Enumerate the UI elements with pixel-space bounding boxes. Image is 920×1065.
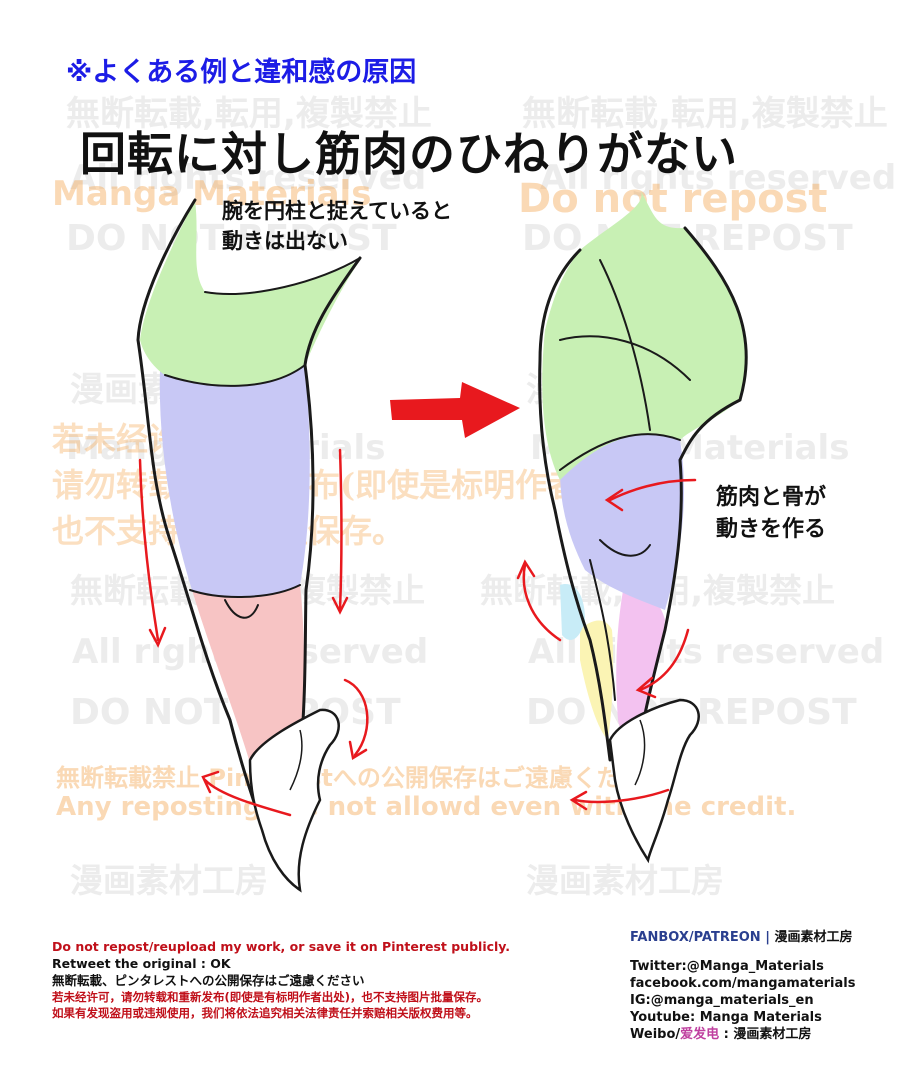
footer-jp-notice: 無断転載、ピンタレストへの公開保存はご遠慮ください: [52, 973, 365, 988]
fanbox-line: FANBOX/PATREON | 漫画素材工房: [630, 929, 855, 946]
right-arm-motion-arrows: [516, 478, 697, 811]
footer-cn-notice-1: 若未经许可，请勿转载和重新发布(即使是有标明作者出处)，也不支持图片批量保存。: [52, 990, 489, 1004]
fanbox-link[interactable]: FANBOX/PATREON: [630, 930, 761, 945]
right-forearm-pink: [616, 580, 665, 736]
footer-social: FANBOX/PATREON | 漫画素材工房 Twitter:@Manga_M…: [630, 929, 855, 1043]
right-annotation: 筋肉と骨が 動きを作る: [716, 482, 826, 546]
weibo-line[interactable]: Weibo/爱发电 : 漫画素材工房: [630, 1026, 855, 1043]
watermark-text: 漫画素材工房: [70, 861, 268, 900]
right-forearm-cyan: [560, 584, 585, 640]
watermark-text: 漫画素材工房: [526, 861, 724, 900]
annotation-line: 動きは出ない: [222, 229, 348, 253]
left-arm-drawing: [136, 198, 362, 893]
right-shoulder-green: [542, 190, 747, 480]
annotation-line: 筋肉と骨が: [716, 485, 827, 510]
watermark-text: DO NOT REPOST: [66, 218, 397, 259]
weibo-suffix: : 漫画素材工房: [719, 1027, 812, 1042]
transition-arrow-icon: [390, 382, 520, 438]
watermark-text: Any reposting are not allowd even with t…: [56, 792, 797, 822]
annotation-line: 腕を円柱と捉えていると: [222, 199, 452, 223]
watermark-text: Do not repost: [518, 176, 828, 222]
right-arm-drawing: [538, 190, 748, 864]
left-bicep-blue: [159, 365, 310, 597]
section-label: ※よくある例と違和感の原因: [66, 57, 417, 88]
watermark-text: All rights reserved: [540, 158, 897, 198]
footer-en-notice: Do not repost/reupload my work, or save …: [52, 939, 511, 954]
footer-cn-notice-2: 如果有发现盗用或违规使用，我们将依法追究相关法律责任并索赔相关版权费用等。: [52, 1006, 478, 1020]
annotation-line: 動きを作る: [716, 517, 827, 542]
page-title: 回転に対し筋肉のひねりがない: [80, 127, 738, 181]
watermark-text: 無断転載,転用,複製禁止: [522, 94, 888, 134]
youtube-link[interactable]: Youtube: Manga Materials: [630, 1010, 822, 1025]
watermark-text: All rights reserved: [70, 158, 427, 198]
right-hand: [608, 698, 700, 864]
watermark-text: Manga Materials: [52, 174, 372, 214]
footer-retweet: Retweet the original : OK: [52, 956, 231, 971]
watermark-text: 無断転載禁止 Pinterestへの公開保存はご遠慮ください: [56, 764, 669, 792]
weibo-name: 爱发电: [680, 1027, 720, 1042]
weibo-prefix: Weibo/: [630, 1027, 681, 1042]
watermark-text: 無断転載,転用,複製禁止: [66, 94, 432, 134]
footer-notices: Do not repost/reupload my work, or save …: [52, 938, 510, 1021]
fanbox-name: 漫画素材工房: [774, 930, 853, 945]
right-forearm-yellow: [580, 620, 614, 740]
left-hand: [248, 708, 340, 893]
left-arm-motion-arrows: [138, 448, 369, 817]
instagram-link[interactable]: IG:@manga_materials_en: [630, 993, 814, 1008]
twitter-link[interactable]: Twitter:@Manga_Materials: [630, 959, 824, 974]
fanbox-separator: |: [765, 930, 770, 945]
facebook-link[interactable]: facebook.com/mangamaterials: [630, 976, 856, 991]
left-forearm-pink: [192, 585, 304, 772]
left-annotation: 腕を円柱と捉えていると 動きは出ない: [222, 196, 452, 256]
